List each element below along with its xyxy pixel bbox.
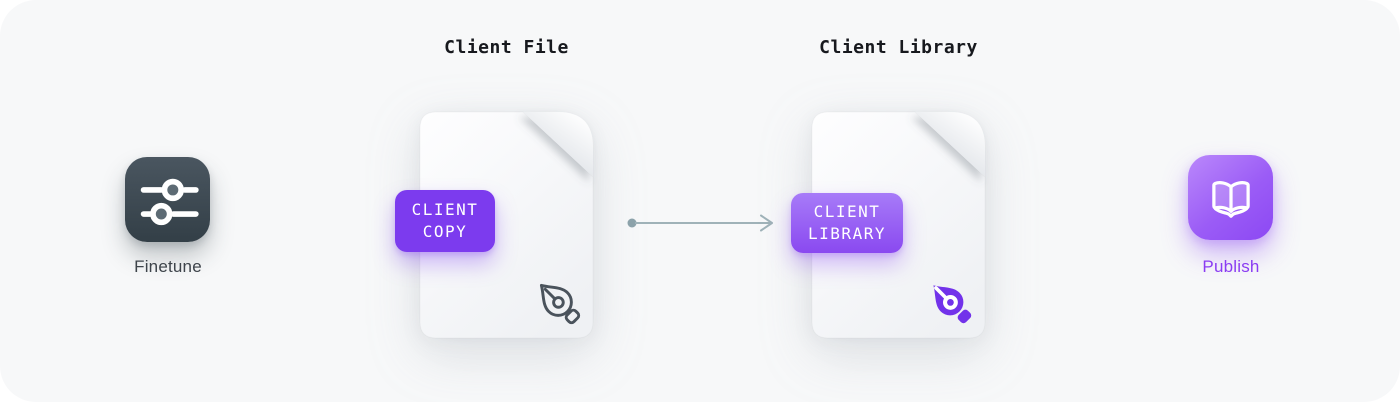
page-body [420,112,593,338]
pen-nib-outline-icon [539,283,581,325]
client-library-title: Client Library [819,37,978,58]
badge-line: COPY [422,222,468,241]
pen-nib-filled-icon [933,285,972,324]
badge-line: LIBRARY [808,224,886,243]
book-open-icon [1211,180,1250,218]
finetune-label: Finetune [134,257,202,276]
document-shape [420,112,593,338]
publish-icon [1188,155,1273,240]
finetune-icon [125,157,210,242]
client-library-badge: CLIENT LIBRARY [791,193,903,253]
page-fold [915,112,985,177]
badge-line: CLIENT [813,202,881,221]
page-fold [523,112,593,177]
sliders-icon [140,178,199,226]
client-file-title: Client File [444,37,569,58]
publish-label: Publish [1202,257,1260,276]
badge-line: CLIENT [411,200,479,219]
arrow-right-icon [627,214,773,232]
client-copy-badge: CLIENT COPY [395,190,495,252]
client-file-doc [420,112,593,338]
